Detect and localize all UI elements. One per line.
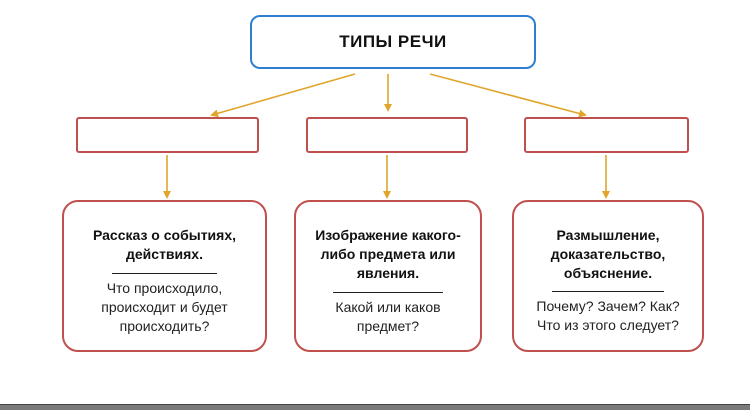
blank-label-box-reasoning <box>524 117 689 153</box>
divider-line <box>552 291 664 292</box>
type-question: Почему? Зачем? Как? Что из этого следует… <box>536 298 680 333</box>
type-description: Рассказ о событиях, действиях. <box>92 227 236 262</box>
type-question: Что происходило, происходит и будет прои… <box>101 280 228 334</box>
type-card-description: Изображение какого- либо предмета или яв… <box>294 200 482 352</box>
blank-label-box-narration <box>76 117 259 153</box>
divider-line <box>333 292 443 293</box>
root-node: ТИПЫ РЕЧИ <box>250 15 536 69</box>
type-question: Какой или каков предмет? <box>335 299 441 334</box>
root-title: ТИПЫ РЕЧИ <box>339 32 447 51</box>
type-card-narration: Рассказ о событиях, действиях. Что проис… <box>62 200 267 352</box>
divider-line <box>112 273 217 274</box>
type-card-reasoning: Размышление, доказательство, объяснение.… <box>512 200 704 352</box>
blank-label-box-description <box>306 117 468 153</box>
type-description: Изображение какого- либо предмета или яв… <box>315 227 461 281</box>
arrow-root-to-left <box>210 73 356 118</box>
arrow-root-to-right <box>429 73 587 118</box>
type-description: Размышление, доказательство, объяснение. <box>550 227 666 281</box>
bottom-rule <box>0 404 750 410</box>
